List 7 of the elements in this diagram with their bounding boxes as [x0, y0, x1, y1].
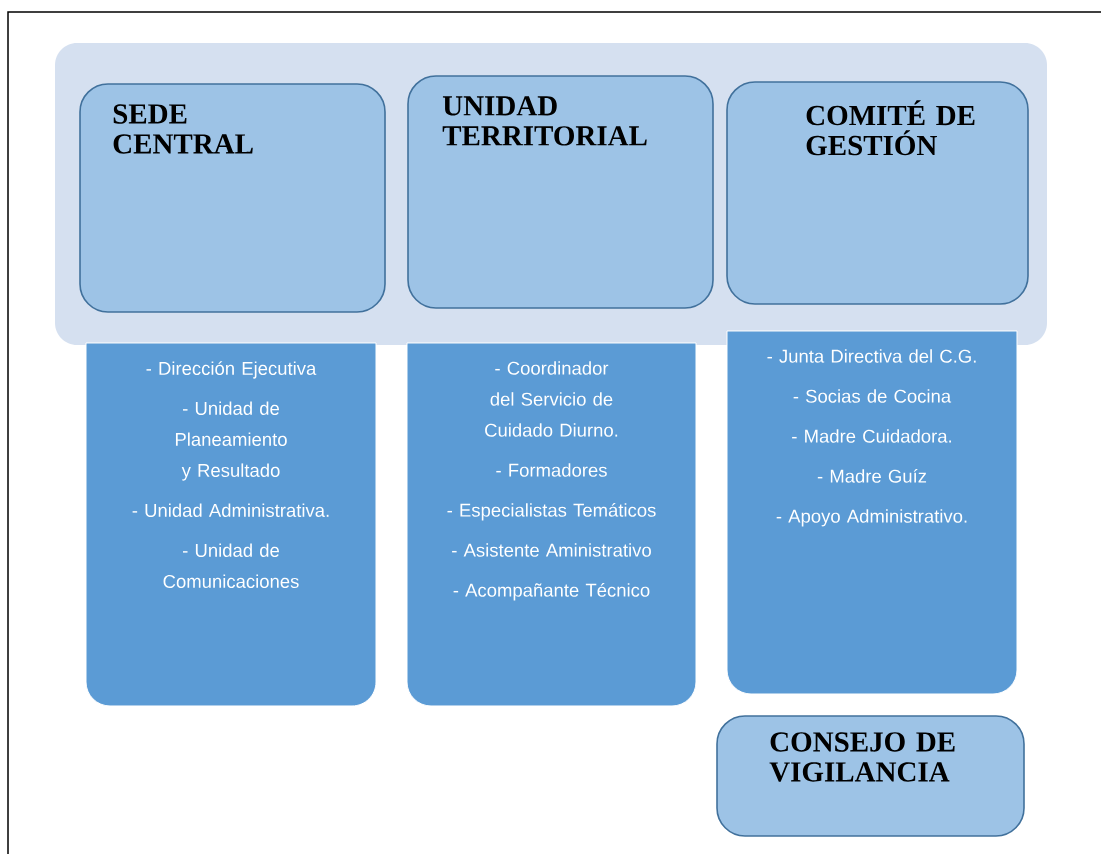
- title-box: UNIDAD TERRITORIAL: [407, 75, 714, 309]
- title-box: CONSEJO DE VIGILANCIA: [716, 715, 1025, 837]
- title-box: COMITÉ DE GESTIÓN: [726, 81, 1029, 305]
- list-panel: - Junta Directiva del C.G. - Socias de Cocina - Madre Cuidadora. - Madre Guíz - Apoyo Administrativo.: [726, 330, 1018, 695]
- title-box: SEDE CENTRAL: [79, 83, 386, 313]
- list-panel: - Coordinador del Servicio de Cuidado Diurno. - Formadores - Especialistas Temáticos - Asistente Aministrativo - Acompañante Técnico: [406, 342, 697, 707]
- list-panel: - Dirección Ejecutiva - Unidad de Planeamiento y Resultado - Unidad Administrativa. - Unidad de Comunicaciones: [85, 342, 377, 707]
